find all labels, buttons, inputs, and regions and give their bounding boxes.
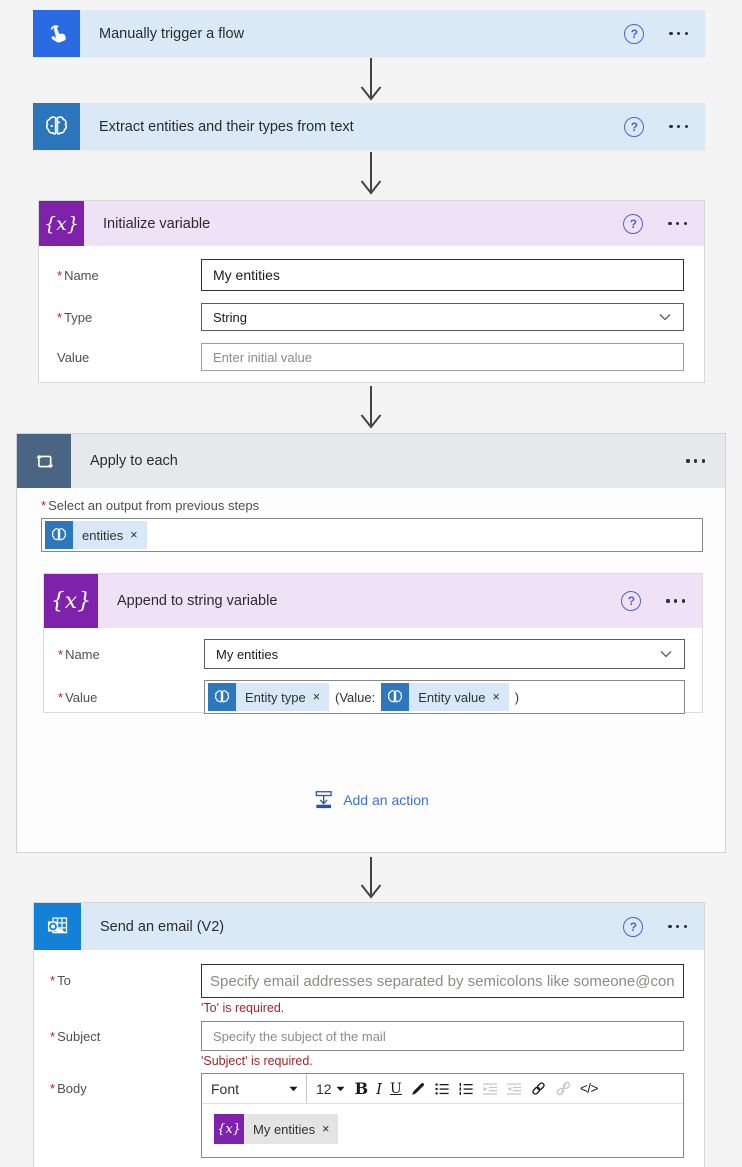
remove-token-icon[interactable]: ×: [322, 1122, 330, 1136]
email-body-content[interactable]: {x} My entities ×: [202, 1104, 683, 1157]
highlight-pen-button[interactable]: [410, 1081, 426, 1097]
card-title: Manually trigger a flow: [99, 25, 245, 42]
dropdown-caret-icon: [336, 1086, 345, 1091]
bold-button[interactable]: B: [354, 1079, 369, 1098]
card-title: Send an email (V2): [100, 918, 225, 935]
loop-icon: [17, 434, 71, 488]
variable-icon: {x}: [44, 574, 98, 628]
menu-dots-icon[interactable]: [668, 216, 687, 231]
code-view-button[interactable]: </>: [579, 1081, 599, 1096]
field-label: Body: [57, 1081, 87, 1096]
card-title: Apply to each: [90, 453, 178, 469]
remove-token-icon[interactable]: ×: [130, 528, 138, 542]
value-suffix-text: ): [514, 689, 520, 705]
card-header[interactable]: {x} Initialize variable ?: [39, 201, 704, 246]
apply-output-input[interactable]: entities ×: [41, 518, 703, 552]
brain-icon: [208, 683, 236, 711]
indent-button[interactable]: [482, 1081, 498, 1097]
subject-error-text: 'Subject' is required.: [201, 1054, 313, 1068]
field-label: Select an output from previous steps: [48, 498, 260, 513]
card-manual-trigger[interactable]: Manually trigger a flow ?: [33, 10, 705, 57]
link-button[interactable]: [530, 1080, 547, 1097]
card-header[interactable]: {x} Append to string variable ?: [44, 574, 702, 628]
variable-name-input[interactable]: [201, 259, 684, 291]
add-action-icon: [315, 791, 332, 809]
numbered-list-button[interactable]: [458, 1081, 474, 1097]
font-family-select[interactable]: Font: [211, 1074, 307, 1103]
variable-value-input[interactable]: [201, 343, 684, 371]
help-icon[interactable]: ?: [624, 23, 645, 44]
connector-arrow: [360, 58, 382, 101]
email-to-input[interactable]: [201, 964, 684, 998]
card-extract-entities[interactable]: Extract entities and their types from te…: [33, 103, 705, 150]
token-my-entities[interactable]: {x} My entities ×: [214, 1114, 339, 1144]
field-label: Value: [65, 689, 98, 705]
unlink-button[interactable]: [555, 1080, 572, 1097]
menu-dots-icon[interactable]: [666, 593, 685, 608]
help-icon[interactable]: ?: [623, 916, 644, 937]
help-icon[interactable]: ?: [621, 591, 642, 611]
help-icon[interactable]: ?: [623, 213, 644, 234]
font-size-select[interactable]: 12: [316, 1081, 345, 1097]
italic-button[interactable]: I: [376, 1079, 383, 1098]
card-title: Initialize variable: [103, 215, 211, 232]
connector-arrow: [360, 152, 382, 195]
brain-icon: [45, 521, 73, 549]
bullet-list-button[interactable]: [434, 1081, 450, 1097]
card-title: Append to string variable: [117, 593, 278, 609]
field-label: Name: [65, 646, 100, 662]
dropdown-caret-icon: [289, 1086, 298, 1091]
field-label: Value: [57, 349, 90, 365]
card-title: Extract entities and their types from te…: [99, 118, 354, 135]
to-error-text: 'To' is required.: [201, 1001, 285, 1015]
email-subject-input[interactable]: [201, 1021, 684, 1051]
brain-icon: [33, 103, 80, 150]
card-header[interactable]: Send an email (V2) ?: [34, 903, 704, 950]
remove-token-icon[interactable]: ×: [312, 690, 321, 704]
chevron-down-icon: [659, 314, 671, 321]
remove-token-icon[interactable]: ×: [492, 690, 500, 704]
brain-icon: [381, 683, 410, 711]
field-label: Type: [64, 309, 93, 325]
append-value-input[interactable]: Entity type × (Value:: [204, 680, 685, 714]
richtext-toolbar: Font 12 B I U: [202, 1074, 683, 1104]
menu-dots-icon[interactable]: [669, 119, 688, 134]
append-name-select[interactable]: My entities: [204, 639, 685, 669]
variable-icon: {x}: [39, 201, 84, 246]
email-body-editor[interactable]: Font 12 B I U: [201, 1073, 684, 1158]
token-entity-type[interactable]: Entity type ×: [208, 683, 330, 711]
help-icon[interactable]: ?: [624, 116, 645, 137]
token-entity-value[interactable]: Entity value ×: [381, 683, 509, 711]
menu-dots-icon[interactable]: [668, 919, 687, 934]
card-initialize-variable: {x} Initialize variable ? *Name *Type: [38, 200, 705, 383]
field-label: Subject: [57, 1029, 101, 1044]
field-label: Name: [64, 267, 99, 283]
value-infix-text: (Value:: [335, 689, 376, 705]
chevron-down-icon: [660, 651, 672, 658]
outlook-icon: [34, 903, 81, 950]
variable-icon: {x}: [214, 1114, 244, 1144]
connector-arrow: [360, 386, 382, 429]
connector-arrow: [360, 857, 382, 899]
card-append-to-string: {x} Append to string variable ? *Name My…: [43, 573, 703, 714]
manual-trigger-icon: [33, 10, 80, 57]
card-header[interactable]: Apply to each: [17, 434, 725, 488]
field-label: To: [57, 973, 71, 988]
outdent-button[interactable]: [506, 1081, 522, 1097]
menu-dots-icon[interactable]: [669, 26, 688, 41]
add-action-button[interactable]: Add an action: [313, 789, 429, 810]
card-apply-to-each: Apply to each *Select an output from pre…: [16, 433, 726, 853]
menu-dots-icon[interactable]: [686, 453, 705, 468]
card-send-email: Send an email (V2) ? *To 'To' is require…: [33, 902, 705, 1167]
token-entities[interactable]: entities ×: [45, 521, 147, 549]
variable-type-select[interactable]: String: [201, 303, 684, 331]
underline-button[interactable]: U: [390, 1080, 402, 1097]
